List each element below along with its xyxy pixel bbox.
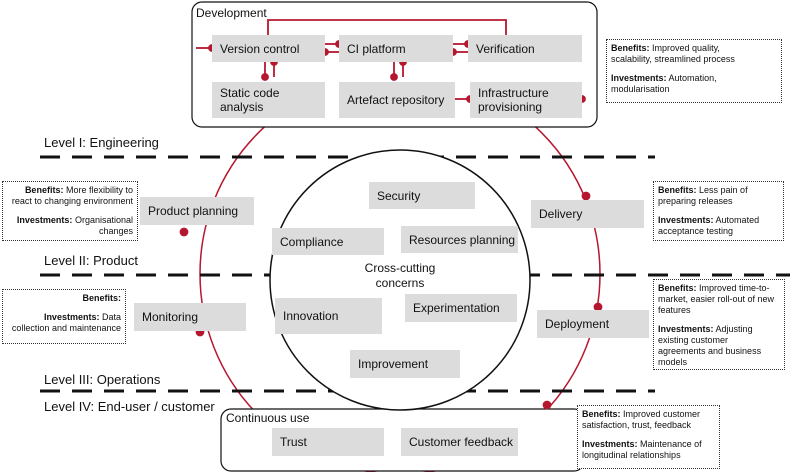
trust-box: Trust xyxy=(272,428,384,456)
note-text: collection and maintenance xyxy=(11,323,121,333)
product-planning-label: Product planning xyxy=(148,204,239,218)
connector-dot xyxy=(390,73,398,81)
note-text: Automation, xyxy=(668,73,717,83)
note-text: longitudinal relationships xyxy=(582,450,681,460)
ci-platform-label: CI platform xyxy=(347,41,406,56)
note-text: react to changing environment xyxy=(11,196,133,206)
note-text: agreements and business xyxy=(658,346,762,356)
note-investments-label: Investments: xyxy=(16,215,73,225)
note-text: market, easier roll-out of new xyxy=(658,294,775,304)
monitoring-label: Monitoring xyxy=(142,310,199,324)
note-text: Organisational xyxy=(74,215,133,225)
note-text: More flexibility to xyxy=(65,185,133,195)
note-deployment: Benefits: Improved time-to-market, easie… xyxy=(653,279,785,370)
customer-feedback-label: Customer feedback xyxy=(409,435,514,449)
delivery-box: Delivery xyxy=(531,200,644,228)
cross-cutting-line-1: Cross-cutting xyxy=(364,261,436,275)
improvement-label: Improvement xyxy=(358,357,429,371)
note-benefits-label: Benefits: xyxy=(611,43,650,53)
note-text: Improved time-to- xyxy=(699,283,770,293)
note-investments-label: Investments: xyxy=(582,439,638,449)
level-operations-label: Level III: Operations xyxy=(44,372,161,387)
note-text: preparing releases xyxy=(658,196,733,206)
verification-box: Verification xyxy=(468,35,582,62)
level-engineering-label: Level I: Engineering xyxy=(44,135,159,150)
note-investments-label: Investments: xyxy=(43,312,100,322)
deployment-label: Deployment xyxy=(545,317,610,331)
note-development: Benefits: Improved quality,scalability, … xyxy=(606,39,782,103)
deployment-box: Deployment xyxy=(537,310,649,338)
innovation-box: Innovation xyxy=(275,298,382,334)
trust-label: Trust xyxy=(280,435,307,449)
continuous-use-title: Continuous use xyxy=(226,411,310,425)
level-end-user-label: Level IV: End-user / customer xyxy=(44,399,215,414)
resources-planning-box: Resources planning xyxy=(401,226,518,253)
note-text: Improved quality, xyxy=(652,43,720,53)
delivery-label: Delivery xyxy=(539,207,583,221)
note-investments-label: Investments: xyxy=(611,73,667,83)
customer-feedback-box: Customer feedback xyxy=(401,428,518,456)
note-text: Maintenance of xyxy=(640,439,702,449)
note-text: Data xyxy=(101,312,121,322)
cross-cutting-circle xyxy=(269,149,531,411)
static-code-label-2: analysis xyxy=(220,100,264,114)
cross-cutting-title: Cross-cutting concerns xyxy=(340,261,460,291)
compliance-box: Compliance xyxy=(272,228,384,255)
note-benefits-label: Benefits: xyxy=(24,185,64,195)
note-text: Automated xyxy=(715,215,760,225)
note-text: features xyxy=(658,305,691,315)
note-text: satisfaction, trust, feedback xyxy=(582,420,692,430)
note-text: models xyxy=(658,357,688,367)
version-control-box: Version control xyxy=(212,35,325,62)
cycle-marker-continuous-use xyxy=(542,400,552,410)
note-text: Adjusting xyxy=(715,324,753,334)
version-control-label: Version control xyxy=(220,41,300,56)
note-text: scalability, streamlined process xyxy=(611,54,735,64)
ci-platform-box: CI platform xyxy=(339,35,453,62)
compliance-label: Compliance xyxy=(280,234,344,249)
note-text: Less pain of xyxy=(699,185,748,195)
security-label: Security xyxy=(377,188,421,203)
static-code-label-1: Static code xyxy=(220,86,280,100)
improvement-box: Improvement xyxy=(350,350,460,378)
verification-label: Verification xyxy=(476,41,535,56)
infrastructure-label-2: provisioning xyxy=(478,100,543,114)
cross-cutting-line-2: concerns xyxy=(375,276,425,290)
note-text: changes xyxy=(98,226,133,236)
note-text: modularisation xyxy=(611,84,670,94)
note-investments-label: Investments: xyxy=(658,215,714,225)
monitoring-box: Monitoring xyxy=(134,303,246,331)
level-product-label: Level II: Product xyxy=(44,253,138,268)
artefact-repository-box: Artefact repository xyxy=(339,82,455,118)
cycle-marker-delivery xyxy=(581,191,591,201)
artefact-repository-label: Artefact repository xyxy=(347,93,445,107)
experimentation-box: Experimentation xyxy=(405,294,517,322)
note-benefits-label: Benefits: xyxy=(658,185,697,195)
note-benefits-label: Benefits: xyxy=(82,293,121,303)
connector-dot xyxy=(261,73,269,81)
innovation-label: Innovation xyxy=(283,309,339,323)
development-title: Development xyxy=(196,6,267,20)
note-benefits-label: Benefits: xyxy=(658,283,697,293)
product-planning-box: Product planning xyxy=(140,197,254,225)
note-investments-label: Investments: xyxy=(658,324,714,334)
cycle-marker-product-planning xyxy=(179,227,189,237)
connector-vc-verification xyxy=(267,19,507,36)
experimentation-label: Experimentation xyxy=(413,301,500,315)
resources-planning-label: Resources planning xyxy=(409,232,516,247)
note-benefits-label: Benefits: xyxy=(582,409,621,419)
infrastructure-label-1: Infrastructure xyxy=(478,86,549,100)
note-text: existing customer xyxy=(658,335,729,345)
security-box: Security xyxy=(369,182,475,209)
note-text: acceptance testing xyxy=(658,226,734,236)
note-text: Improved customer xyxy=(623,409,701,419)
